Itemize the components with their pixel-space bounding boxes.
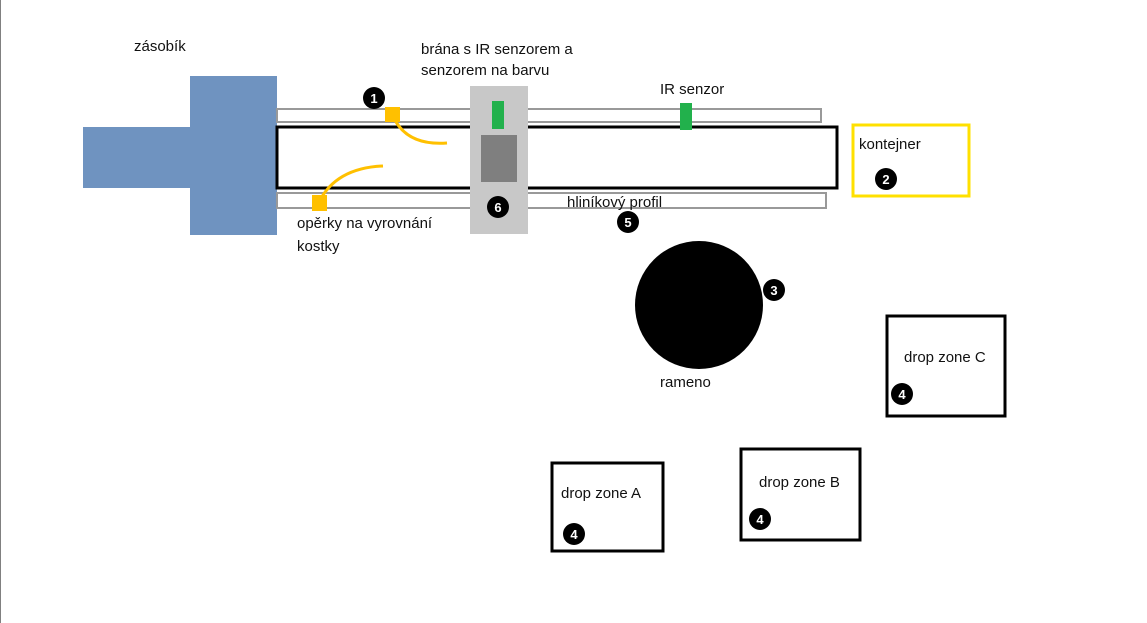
badge-zone-c: 4 — [891, 383, 913, 405]
hopper — [83, 76, 277, 235]
conveyor-belt — [275, 125, 839, 190]
lower-rail — [276, 192, 827, 209]
hopper-body — [190, 76, 277, 235]
profile-label: hliníkový profil — [567, 194, 663, 211]
drop-zone-b-label: drop zone B — [759, 474, 840, 491]
badge-profile: 5 — [617, 211, 639, 233]
gate-color-sensor — [481, 135, 517, 182]
badge-zone-b: 4 — [749, 508, 771, 530]
badge-guide: 1 — [363, 87, 385, 109]
guides-label-line1: opěrky na vyrovnání — [297, 215, 433, 232]
upper-rail — [276, 108, 822, 123]
badge-zone-a: 4 — [563, 523, 585, 545]
hopper-arm-left — [83, 127, 195, 188]
ir-sensor-label: IR senzor — [660, 81, 725, 98]
arm-label: rameno — [660, 374, 711, 391]
drop-zone-a-label: drop zone A — [561, 485, 642, 502]
robot-arm — [635, 241, 763, 369]
container-box — [851, 123, 971, 198]
drop-zone-c-label: drop zone C — [904, 349, 986, 366]
drop-zone-b-box — [739, 447, 862, 542]
badge-arm: 3 — [763, 279, 785, 301]
ir-sensor — [680, 103, 692, 130]
alignment-guides — [312, 107, 448, 211]
gate-ir-sensor — [492, 101, 504, 129]
upper-guide-wire — [391, 115, 448, 145]
container-label: kontejner — [859, 136, 921, 153]
hopper-label: zásobík — [134, 38, 186, 55]
badge-gate: 6 — [487, 196, 509, 218]
drop-zone-c-box — [885, 314, 1007, 418]
upper-guide-block — [385, 107, 400, 122]
lower-guide-block — [312, 195, 327, 211]
drop-zone-a-box — [550, 461, 665, 553]
guides-label-line2: kostky — [297, 238, 340, 255]
lower-guide-wire — [317, 164, 384, 203]
badge-container: 2 — [875, 168, 897, 190]
gate-label-line1: brána s IR senzorem a — [421, 41, 573, 58]
gate-label-line2: senzorem na barvu — [421, 62, 550, 79]
